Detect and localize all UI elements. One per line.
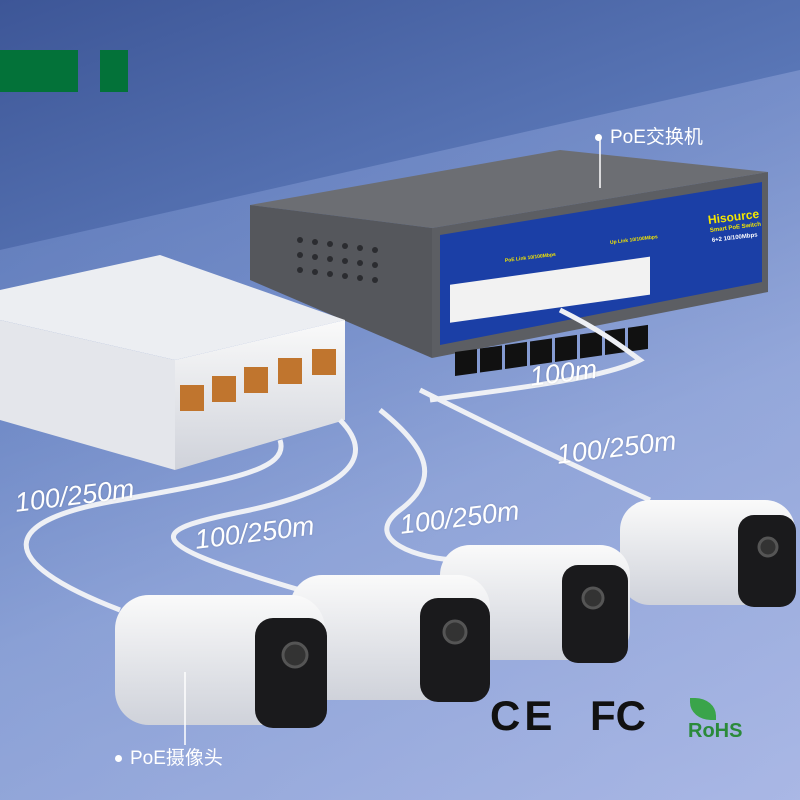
camera-tag: PoE摄像头 [115,743,223,770]
poe-camera [620,500,796,607]
switch-tag: PoE交换机 [595,122,703,149]
ce-logo: CE [490,692,557,739]
network-cables [23,307,652,613]
brand-block [0,50,78,92]
poe-camera [290,575,490,702]
rohs-logo: RoHS [688,720,743,742]
bullet-icon [595,134,602,142]
fcc-logo: FC [590,692,646,739]
poe-switch [250,150,768,377]
poe-extender-box [0,255,345,470]
switch-tag-text: PoE交换机 [610,127,703,148]
bullet-icon [115,755,122,763]
camera-tag-text: PoE摄像头 [130,748,223,769]
leaf-icon [690,698,716,720]
poe-camera [115,595,327,728]
brand-block [100,50,128,92]
